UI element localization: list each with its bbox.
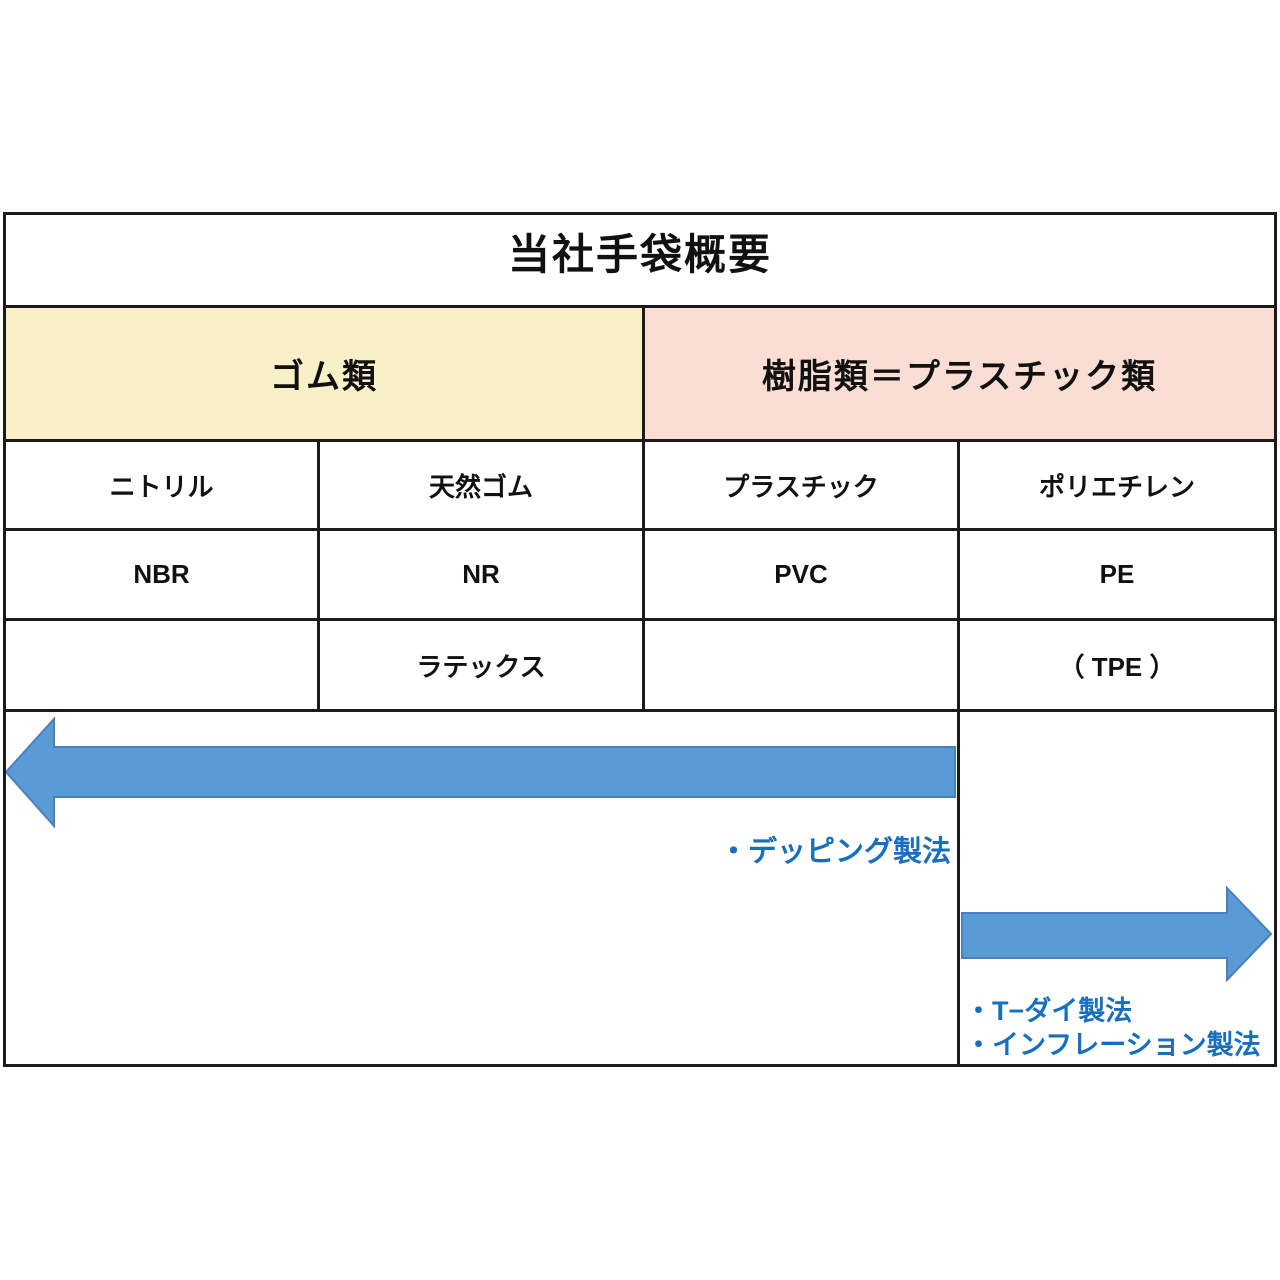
right-arrow-icon — [961, 885, 1273, 983]
t-die-method-label: ・T−ダイ製法 — [965, 996, 1133, 1026]
category-header-plastic: 樹脂類＝プラスチック類 — [645, 308, 1274, 442]
material-code-pvc: PVC — [645, 531, 960, 621]
material-code-nr: NR — [320, 531, 645, 621]
material-extra-empty-1 — [6, 621, 320, 712]
material-extra-empty-2 — [645, 621, 960, 712]
material-name-nitrile: ニトリル — [6, 442, 320, 531]
material-code-pe: PE — [960, 531, 1274, 621]
material-name-polyethylene: ポリエチレン — [960, 442, 1274, 531]
left-arrow-icon — [6, 716, 956, 829]
glove-overview-table: 当社手袋概要 ゴム類 樹脂類＝プラスチック類 ニトリル 天然ゴム プラスチック … — [3, 212, 1277, 1067]
material-code-nbr: NBR — [6, 531, 320, 621]
dipping-method-label: ・デッピング製法 — [718, 836, 951, 868]
material-extra-latex: ラテックス — [320, 621, 645, 712]
dipping-method-zone: ・デッピング製法 — [6, 712, 960, 1064]
page-title: 当社手袋概要 — [6, 215, 1274, 308]
extrusion-method-zone: ・T−ダイ製法 ・インフレーション製法 — [960, 712, 1274, 1064]
inflation-method-label: ・インフレーション製法 — [965, 1030, 1261, 1060]
material-extra-tpe: （ TPE ） — [960, 621, 1274, 712]
material-name-plastic: プラスチック — [645, 442, 960, 531]
category-header-rubber: ゴム類 — [6, 308, 645, 442]
material-name-natural-rubber: 天然ゴム — [320, 442, 645, 531]
extrusion-method-labels: ・T−ダイ製法 ・インフレーション製法 — [965, 994, 1261, 1062]
